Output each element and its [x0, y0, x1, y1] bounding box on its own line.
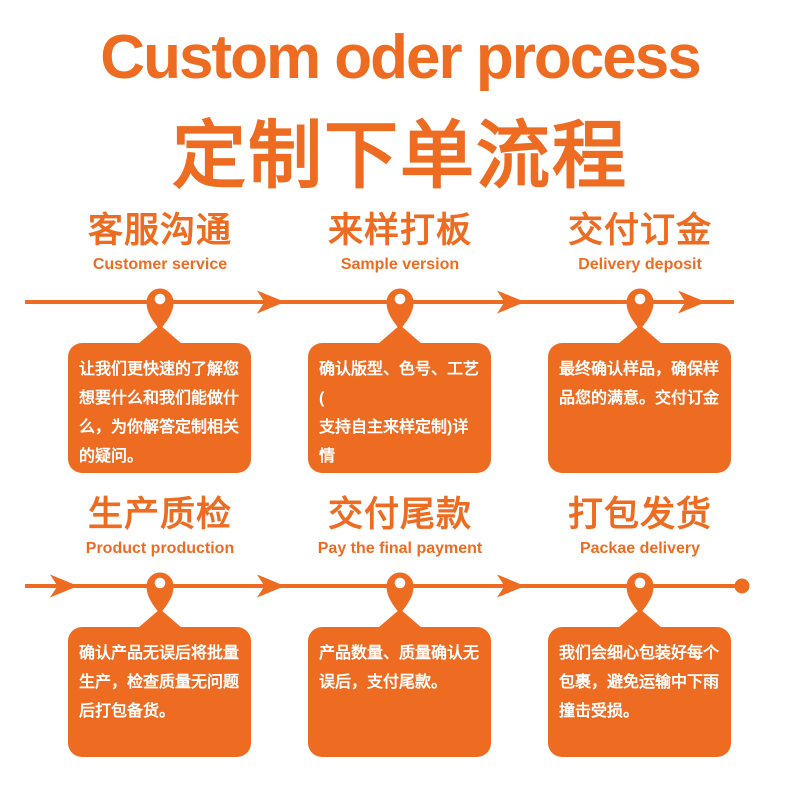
location-pin-icon: [146, 572, 174, 614]
step-1-title-en: Customer service: [92, 256, 228, 273]
step-5-description: 产品数量、质量确认无 误后，支付尾款。: [319, 645, 480, 691]
step-6-title-en: Packae delivery: [579, 540, 701, 557]
step-2-description-bubble: 确认版型、色号、工艺( 支持自主来样定制)详情 联系客服。: [308, 325, 491, 494]
step-6-description: 我们会细心包装好每个 包裹，避免运输中下雨 撞击受损。: [559, 645, 720, 720]
step-1-title-cn: 客服沟通: [87, 211, 232, 250]
step-6-description-bubble: 我们会细心包装好每个 包裹，避免运输中下雨 撞击受损。: [548, 609, 731, 757]
step-6-title-cn: 打包发货: [567, 495, 712, 534]
arrow-right-icon: [257, 290, 285, 314]
step-5-title-cn: 交付尾款: [327, 495, 472, 534]
step-6-header: 打包发货 Packae delivery: [520, 494, 760, 558]
step-2-title-en: Sample version: [340, 256, 460, 273]
step-1-description: 让我们更快速的了解您 想要什么和我们能做什 么，为你解答定制相关 的疑问。: [79, 361, 240, 465]
step-1-header: 客服沟通 Customer service: [40, 210, 280, 274]
step-4-title-en: Product production: [85, 540, 235, 557]
page-title-en: Custom oder process: [100, 23, 701, 92]
location-pin-icon: [626, 572, 654, 614]
step-1-description-bubble: 让我们更快速的了解您 想要什么和我们能做什 么，为你解答定制相关 的疑问。: [68, 325, 251, 473]
step-2-title-cn: 来样打板: [327, 211, 472, 250]
page-title-cn: 定制下单流程: [172, 113, 628, 199]
arrow-right-icon: [497, 290, 525, 314]
location-pin-icon: [626, 288, 654, 330]
location-pin-icon: [146, 288, 174, 330]
step-4-title-cn: 生产质检: [87, 495, 232, 534]
flow-line-row-2: [25, 572, 750, 614]
step-4-description-bubble: 确认产品无误后将批量 生产，检查质量无问题 后打包备货。: [68, 609, 251, 757]
location-pin-icon: [386, 572, 414, 614]
step-5-description-bubble: 产品数量、质量确认无 误后，支付尾款。: [308, 609, 491, 757]
arrow-right-icon: [678, 290, 706, 314]
step-3-header: 交付订金 Delivery deposit: [520, 210, 760, 274]
end-dot-icon: [734, 578, 750, 594]
location-pin-icon: [386, 288, 414, 330]
step-5-header: 交付尾款 Pay the final payment: [280, 494, 520, 558]
step-4-header: 生产质检 Product production: [40, 494, 280, 558]
step-5-title-en: Pay the final payment: [317, 540, 483, 557]
step-2-header: 来样打板 Sample version: [280, 210, 520, 274]
arrow-right-icon: [257, 574, 285, 598]
step-3-title-en: Delivery deposit: [578, 256, 702, 273]
step-2-description: 确认版型、色号、工艺( 支持自主来样定制)详情 联系客服。: [319, 361, 480, 494]
step-3-title-cn: 交付订金: [567, 211, 712, 250]
arrow-right-icon: [50, 574, 78, 598]
process-row-2: 生产质检 Product production 交付尾款 Pay the fin…: [0, 494, 800, 784]
step-3-description: 最终确认样品，确保样 品您的满意。交付订金: [559, 361, 720, 407]
step-4-description: 确认产品无误后将批量 生产，检查质量无问题 后打包备货。: [79, 645, 240, 720]
flow-line-row-1: [25, 288, 734, 330]
step-3-description-bubble: 最终确认样品，确保样 品您的满意。交付订金: [548, 325, 731, 473]
arrow-right-icon: [497, 574, 525, 598]
process-row-1: 客服沟通 Customer service 来样打板 Sample versio…: [0, 210, 800, 500]
